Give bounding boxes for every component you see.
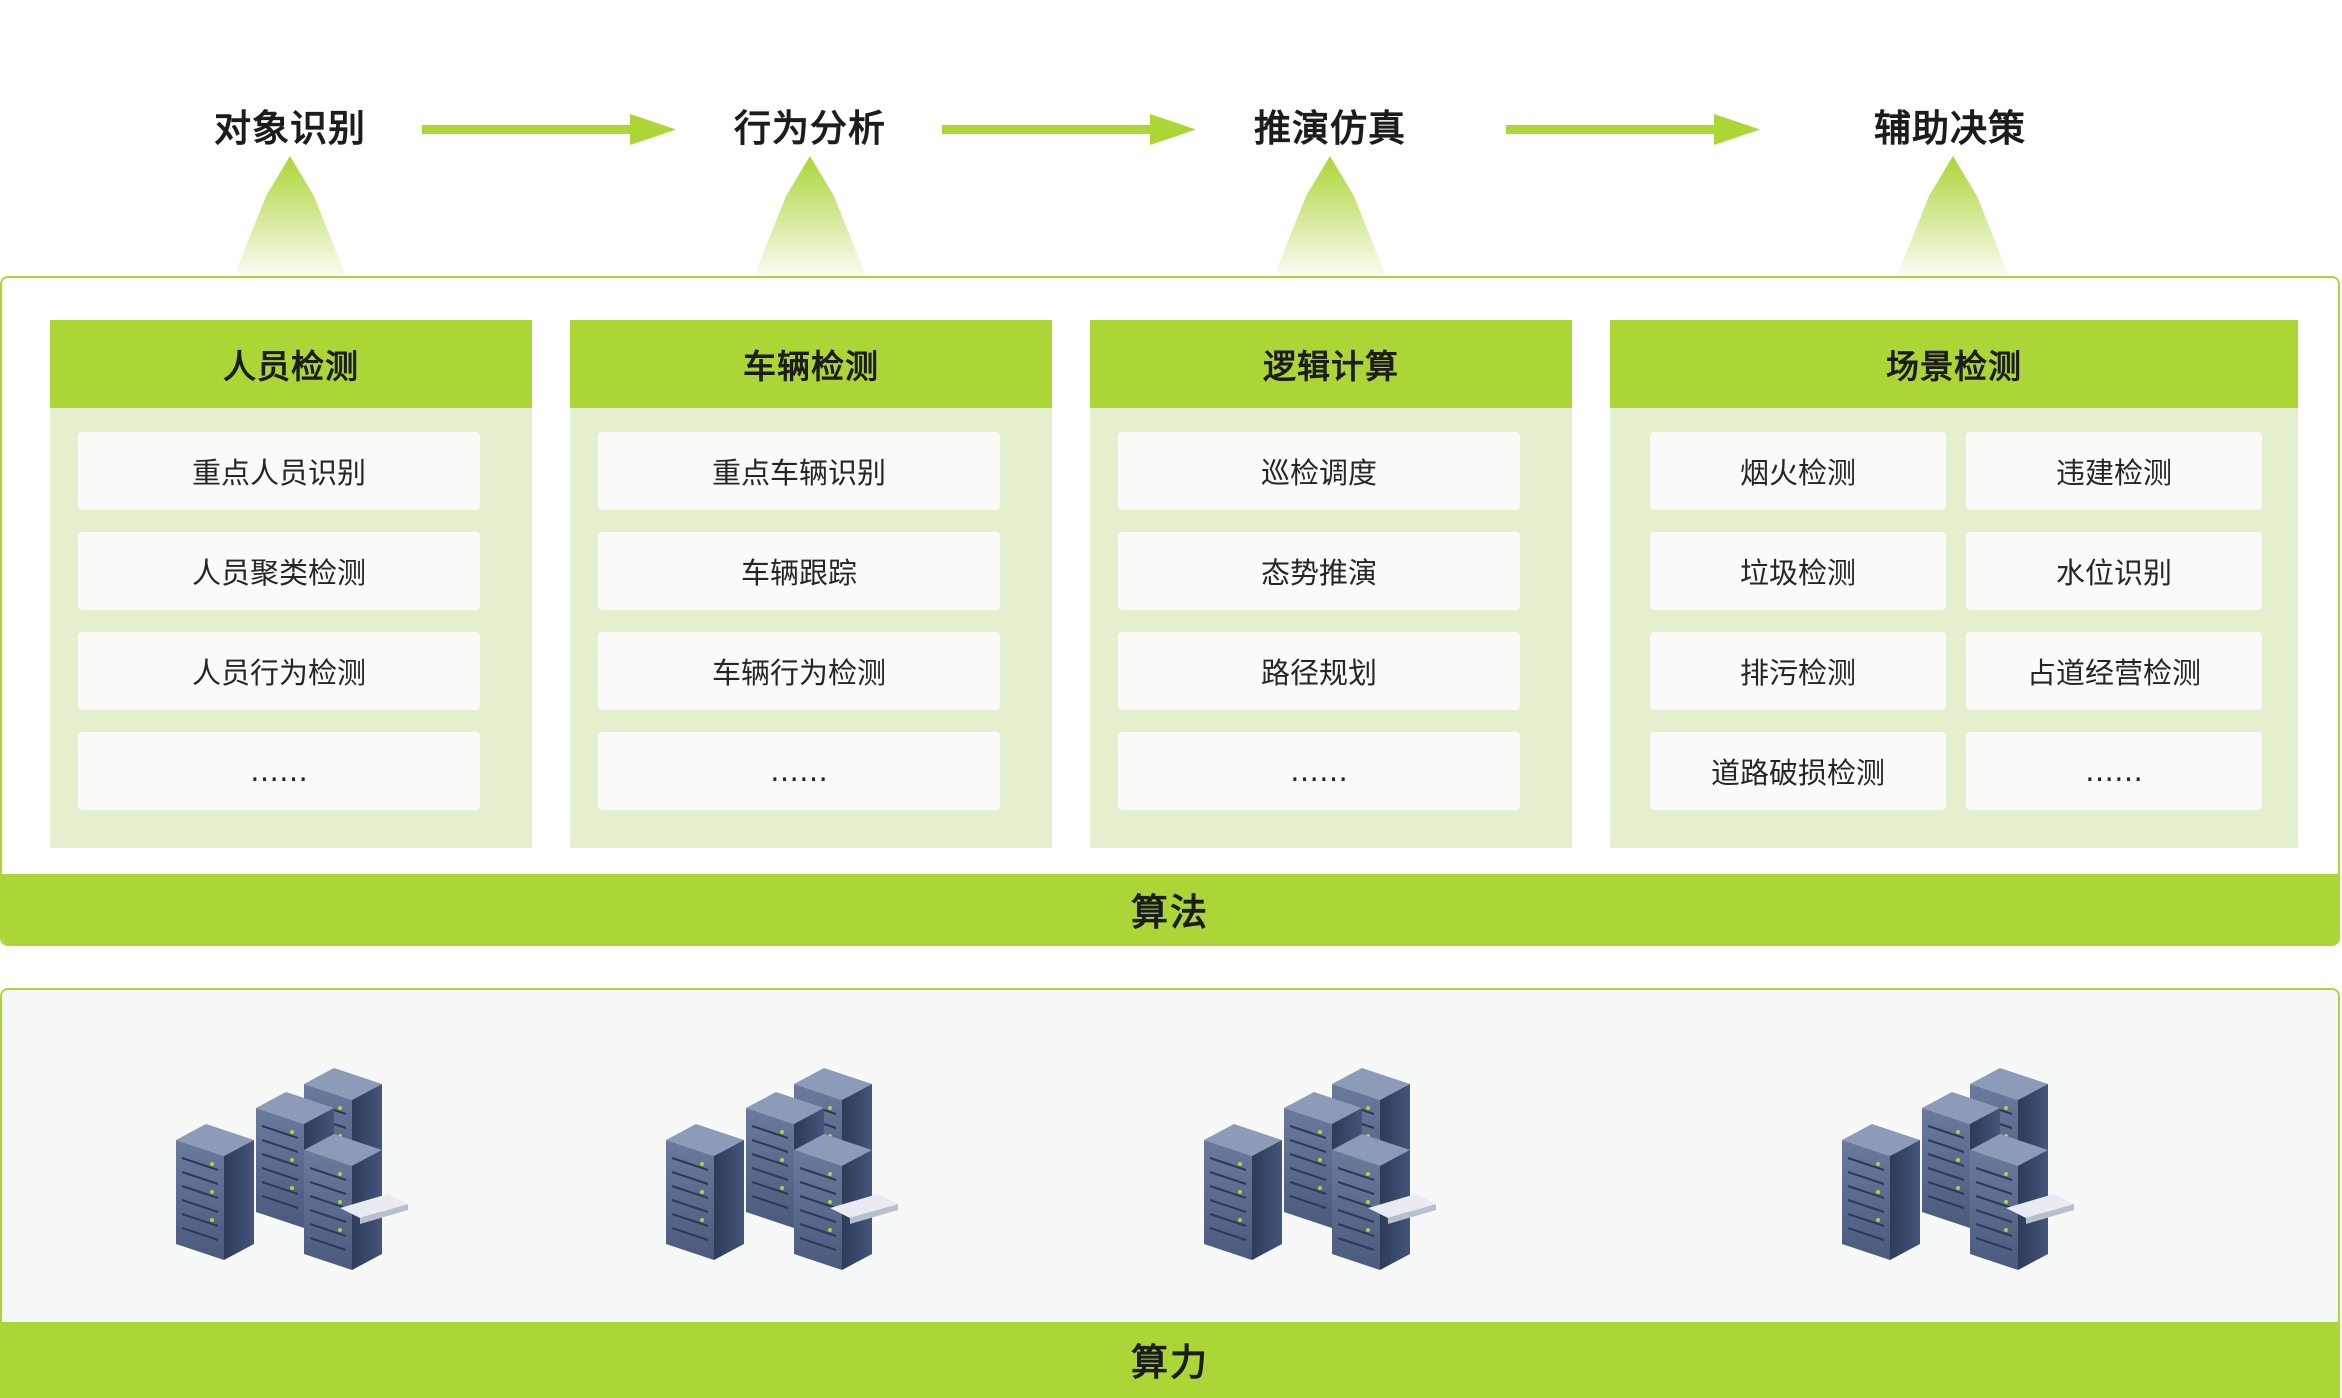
list-item: 巡检调度 bbox=[1118, 432, 1520, 510]
list-item: 排污检测 bbox=[1650, 632, 1946, 710]
list-item: 占道经营检测 bbox=[1966, 632, 2262, 710]
stage-decision-support: 辅助决策 bbox=[1874, 107, 2026, 150]
list-item: 重点车辆识别 bbox=[598, 432, 1000, 510]
list-item: 烟火检测 bbox=[1650, 432, 1946, 510]
server-rack-icon bbox=[176, 1067, 408, 1271]
column-person-detection: 人员检测 重点人员识别 人员聚类检测 人员行为检测 …… bbox=[50, 320, 532, 848]
item-list: 巡检调度 态势推演 路径规划 …… bbox=[1118, 432, 1520, 810]
compute-label: 算力 bbox=[2, 1322, 2338, 1396]
up-arrow-icon bbox=[1274, 156, 1386, 276]
list-item: …… bbox=[1966, 732, 2262, 810]
server-rack-icon bbox=[666, 1067, 898, 1271]
list-item: 水位识别 bbox=[1966, 532, 2262, 610]
up-arrow-icon bbox=[234, 156, 346, 276]
list-item: 车辆行为检测 bbox=[598, 632, 1000, 710]
algorithm-label: 算法 bbox=[2, 874, 2338, 944]
list-item: 态势推演 bbox=[1118, 532, 1520, 610]
server-rack-icon bbox=[1842, 1067, 2074, 1271]
list-item: 违建检测 bbox=[1966, 432, 2262, 510]
up-arrow-icon bbox=[1897, 156, 2009, 276]
item-list: 烟火检测 违建检测 垃圾检测 水位识别 排污检测 占道经营检测 道路破损检测 …… bbox=[1650, 432, 2262, 810]
item-list: 重点车辆识别 车辆跟踪 车辆行为检测 …… bbox=[598, 432, 1000, 810]
list-item: …… bbox=[598, 732, 1000, 810]
column-title: 逻辑计算 bbox=[1090, 320, 1572, 408]
flow-arrow-icon bbox=[422, 114, 676, 145]
column-logic-computing: 逻辑计算 巡检调度 态势推演 路径规划 …… bbox=[1090, 320, 1572, 848]
list-item: 车辆跟踪 bbox=[598, 532, 1000, 610]
list-item: …… bbox=[1118, 732, 1520, 810]
list-item: 人员行为检测 bbox=[78, 632, 480, 710]
list-item: 垃圾检测 bbox=[1650, 532, 1946, 610]
column-title: 人员检测 bbox=[50, 320, 532, 408]
stage-object-recognition: 对象识别 bbox=[214, 107, 366, 150]
flow-arrow-icon bbox=[942, 114, 1196, 145]
list-item: 道路破损检测 bbox=[1650, 732, 1946, 810]
column-title: 车辆检测 bbox=[570, 320, 1052, 408]
column-title: 场景检测 bbox=[1610, 320, 2298, 408]
list-item: 路径规划 bbox=[1118, 632, 1520, 710]
column-vehicle-detection: 车辆检测 重点车辆识别 车辆跟踪 车辆行为检测 …… bbox=[570, 320, 1052, 848]
stage-simulation: 推演仿真 bbox=[1254, 107, 1406, 150]
up-arrow-icon bbox=[754, 156, 866, 276]
server-rack-icon bbox=[1204, 1067, 1436, 1271]
list-item: 人员聚类检测 bbox=[78, 532, 480, 610]
list-item: …… bbox=[78, 732, 480, 810]
list-item: 重点人员识别 bbox=[78, 432, 480, 510]
algorithm-panel: 人员检测 重点人员识别 人员聚类检测 人员行为检测 …… 车辆检测 重点车辆识别… bbox=[0, 276, 2340, 946]
flow-arrow-icon bbox=[1506, 114, 1760, 145]
compute-panel: 算力 bbox=[0, 988, 2340, 1398]
column-scene-detection: 场景检测 烟火检测 违建检测 垃圾检测 水位识别 排污检测 占道经营检测 道路破… bbox=[1610, 320, 2298, 848]
stage-behavior-analysis: 行为分析 bbox=[734, 107, 886, 150]
item-list: 重点人员识别 人员聚类检测 人员行为检测 …… bbox=[78, 432, 480, 810]
